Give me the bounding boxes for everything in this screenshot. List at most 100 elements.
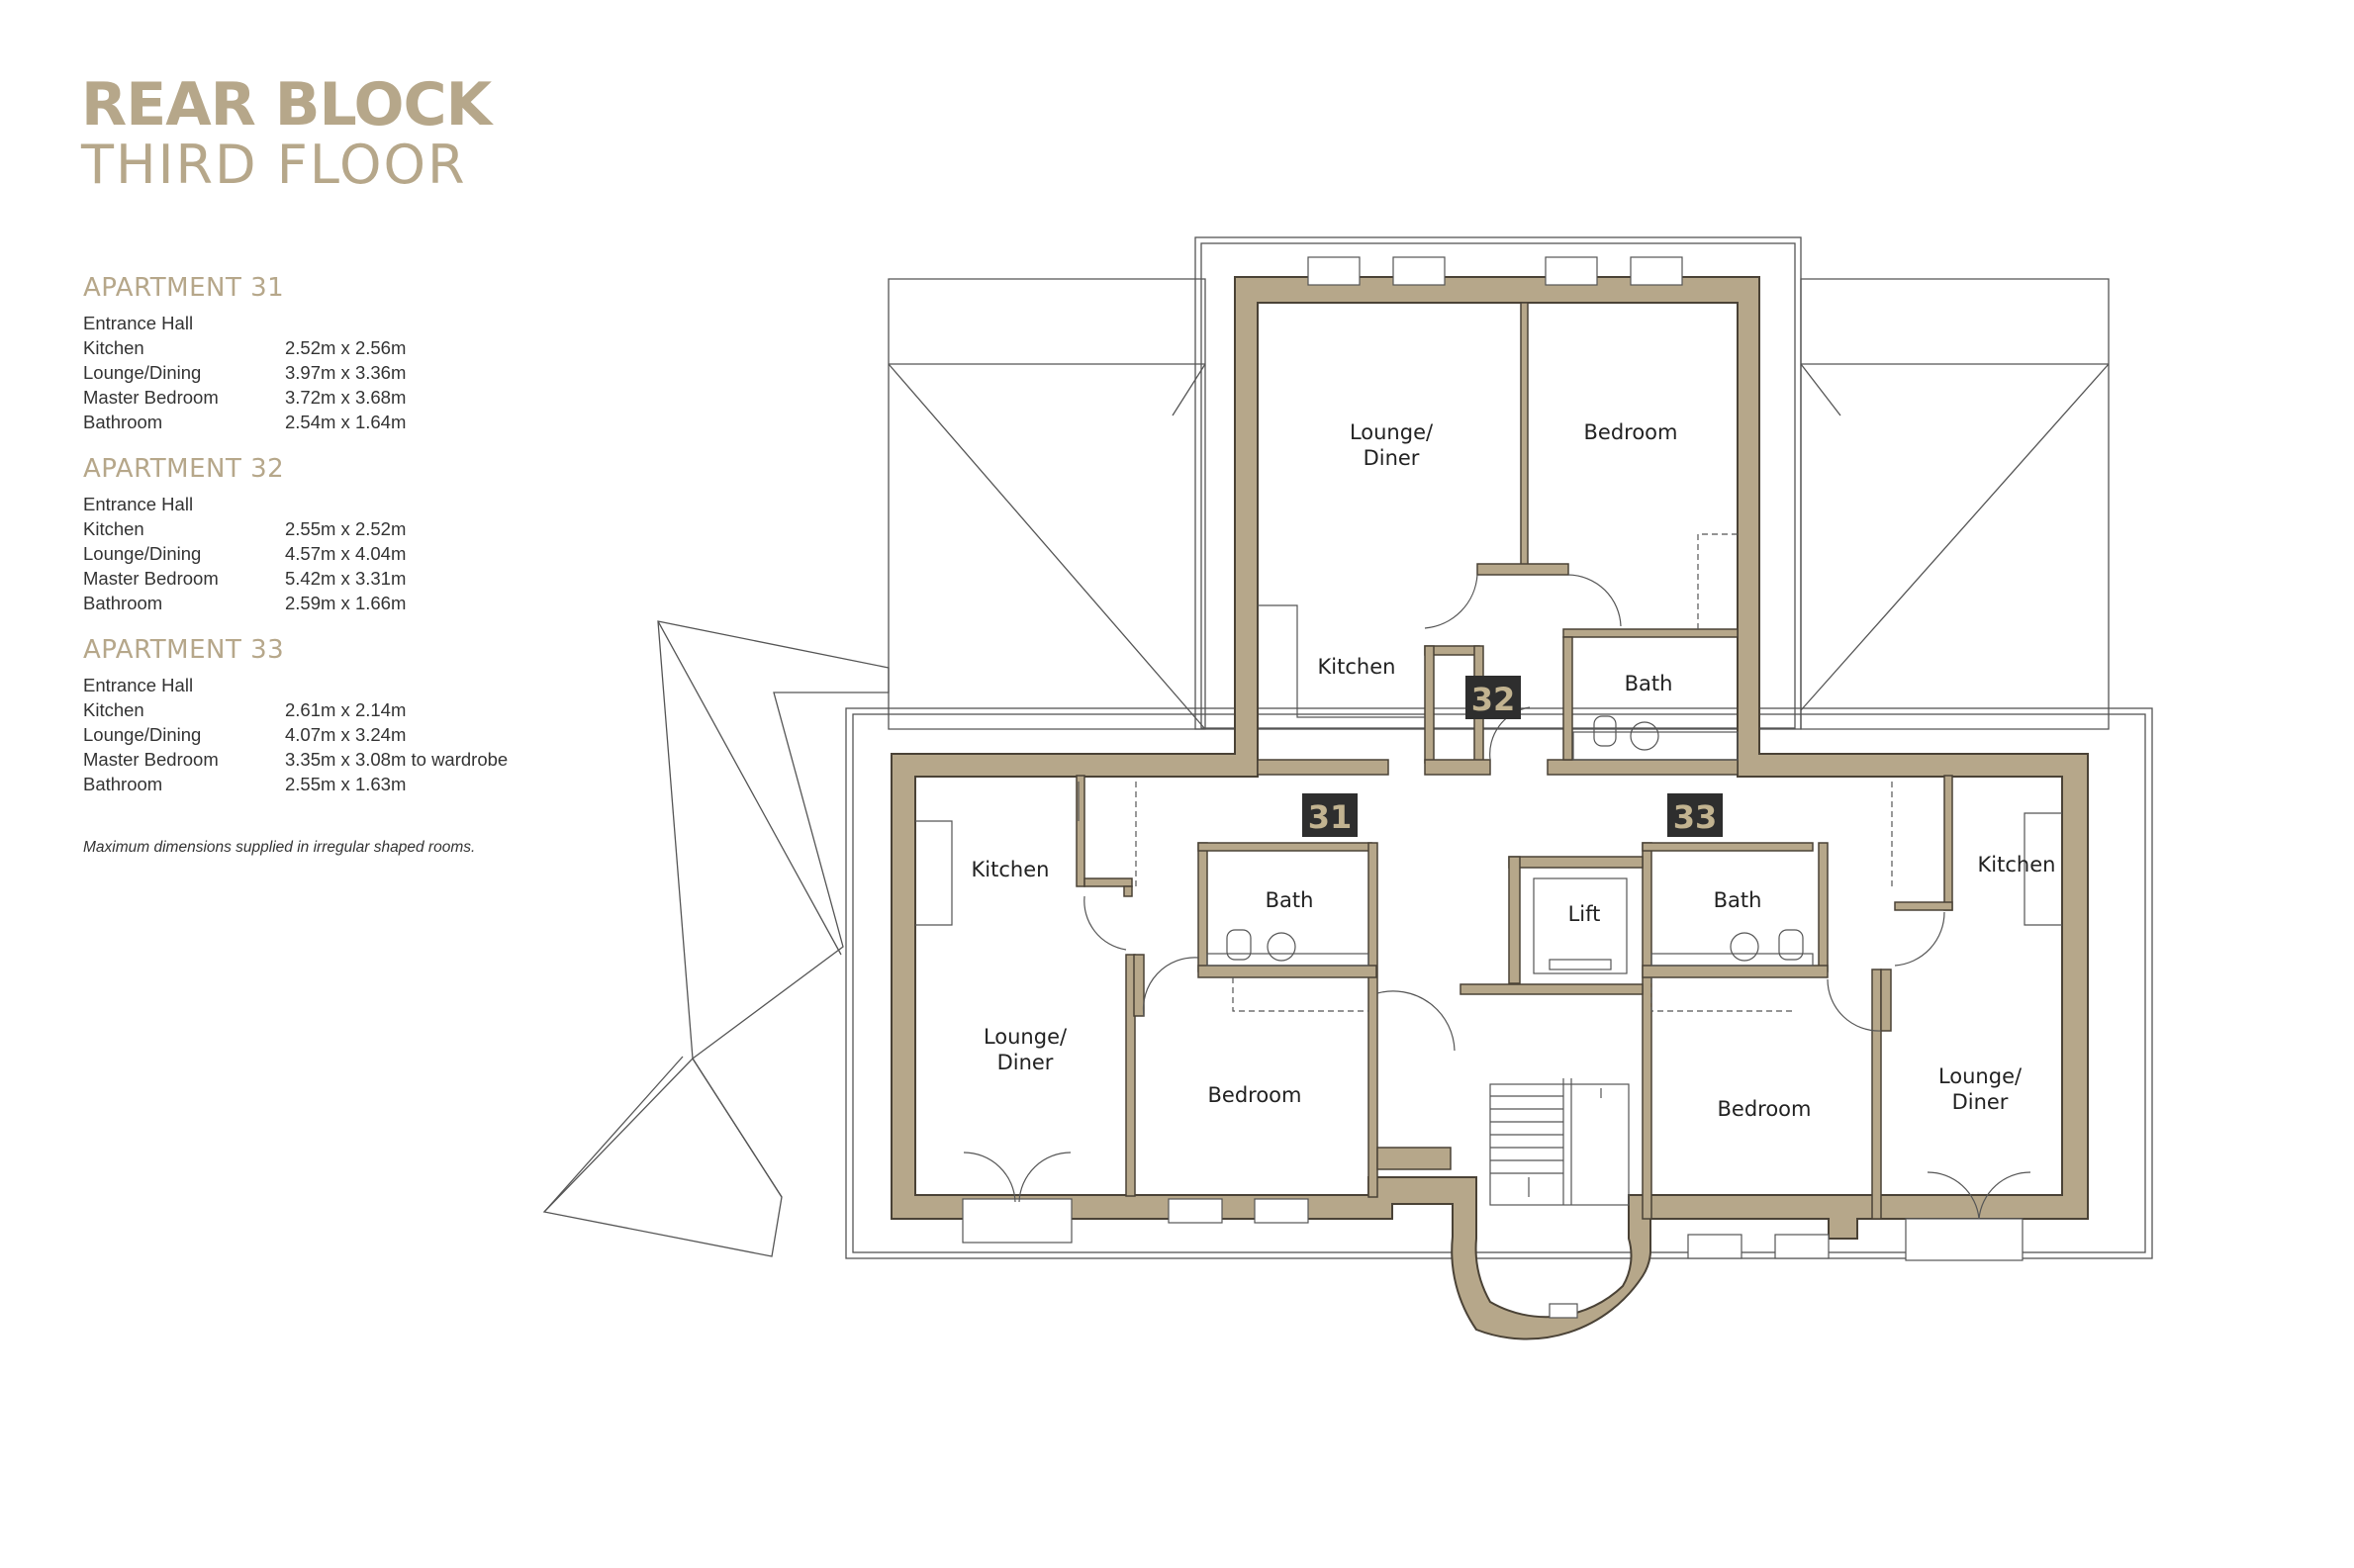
window [1254,1198,1309,1224]
partition-wall [1197,965,1377,978]
room-size: 3.72m x 3.68m [285,387,407,408]
apartment-32-number: 32 [1471,681,1516,718]
window [1545,256,1598,286]
room-size: 2.54m x 1.64m [285,412,407,432]
apartment-33-number: 33 [1673,798,1718,836]
partition-wall [1871,968,1882,1220]
left-roof-outline [888,278,1206,730]
partition-wall [1547,759,1739,776]
room-label-lounge: Diner [1952,1090,2009,1114]
roof-outlines [542,236,2153,1259]
door-swing [1489,706,1531,761]
apartment-badges: 31 32 33 [1302,676,1723,837]
lift-wall [1508,856,1644,869]
lift-wall [1508,856,1521,984]
room-name: Entrance Hall [83,313,194,333]
door-swing [1142,957,1199,1017]
basin [1630,721,1659,751]
kitchen-counter [915,820,953,926]
stairs [1489,1083,1630,1206]
partition-wall [1642,842,1652,1220]
apartment-31-number: 31 [1308,798,1353,836]
room-label-bath: Bath [1266,888,1314,912]
partition-wall [1894,901,1953,911]
window [1774,1234,1830,1259]
balcony [962,1198,1073,1244]
floor-subtitle: THIRD FLOOR [81,134,467,196]
room-label-lounge: Diner [1364,446,1420,470]
partition-wall [1257,759,1389,776]
room-name: Master Bedroom [83,568,219,589]
side-roof-outline [542,620,890,1257]
room-name: Master Bedroom [83,749,219,770]
roof-hip [1172,363,1206,416]
room-name: Lounge/Dining [83,362,202,383]
door-swing [1978,1171,2031,1220]
door-swing [1827,978,1882,1032]
window [1307,256,1361,286]
roof-hip [1800,363,2110,711]
room-label-lounge: Lounge/ [984,1025,1068,1049]
bath-tub [1206,953,1369,967]
dimensions-note: Maximum dimensions supplied in irregular… [83,839,476,856]
partition-wall [1424,759,1491,776]
parapet-outline-top [1200,242,1796,729]
room-label-lift: Lift [1568,902,1601,926]
door-swing [1894,911,1945,967]
room-name: Bathroom [83,774,163,794]
partition-wall [1424,645,1435,764]
apartment-31-badge [1302,793,1358,837]
partition-wall [1125,954,1136,1197]
partition-wall [1562,628,1739,638]
room-size: 2.55m x 1.63m [285,774,407,794]
partition-wall [1642,965,1829,978]
partition-wall [1367,842,1378,1198]
room-row: Master Bedroom 3.35m x 3.08m to wardrobe [83,747,598,772]
partition-wall [1197,842,1208,972]
room-name: Entrance Hall [83,494,194,514]
room-row: Entrance Hall [83,311,598,335]
partition-wall [1133,954,1145,1017]
room-row: Entrance Hall [83,492,598,516]
door-swing [1083,895,1127,951]
partition-wall [1562,636,1573,761]
door-swing [963,1152,1016,1203]
window [1630,256,1683,286]
parapet-outline-main [845,707,2153,1259]
basin [1267,932,1296,962]
room-size: 2.59m x 1.66m [285,593,407,613]
room-label-bedroom: Bedroom [1208,1083,1302,1107]
room-label-bath: Bath [1625,672,1673,695]
wardrobe [1232,977,1368,1012]
parapet-outline-top [1194,236,1802,730]
door-swing [1927,1171,1980,1220]
door-swing [1567,574,1622,627]
room-label-bath: Bath [1714,888,1762,912]
roof-hip [1800,363,1841,416]
room-size: 4.07m x 3.24m [285,724,407,745]
apartment-32-badge [1465,676,1521,719]
basin [1730,932,1759,962]
room-labels: Lounge/ Diner Bedroom Kitchen Bath Kitch… [972,420,2056,1121]
room-size: 3.35m x 3.08m to wardrobe [285,749,509,770]
door-swing [1376,990,1456,1052]
apartment-title: APARTMENT 33 [83,635,285,665]
wardrobe [1697,533,1738,629]
room-name: Kitchen [83,518,144,539]
window [1549,1303,1578,1319]
partition-wall [1943,775,1953,911]
room-label-bedroom: Bedroom [1718,1097,1812,1121]
balcony [1905,1218,2024,1261]
block-title: REAR BLOCK [81,70,492,139]
